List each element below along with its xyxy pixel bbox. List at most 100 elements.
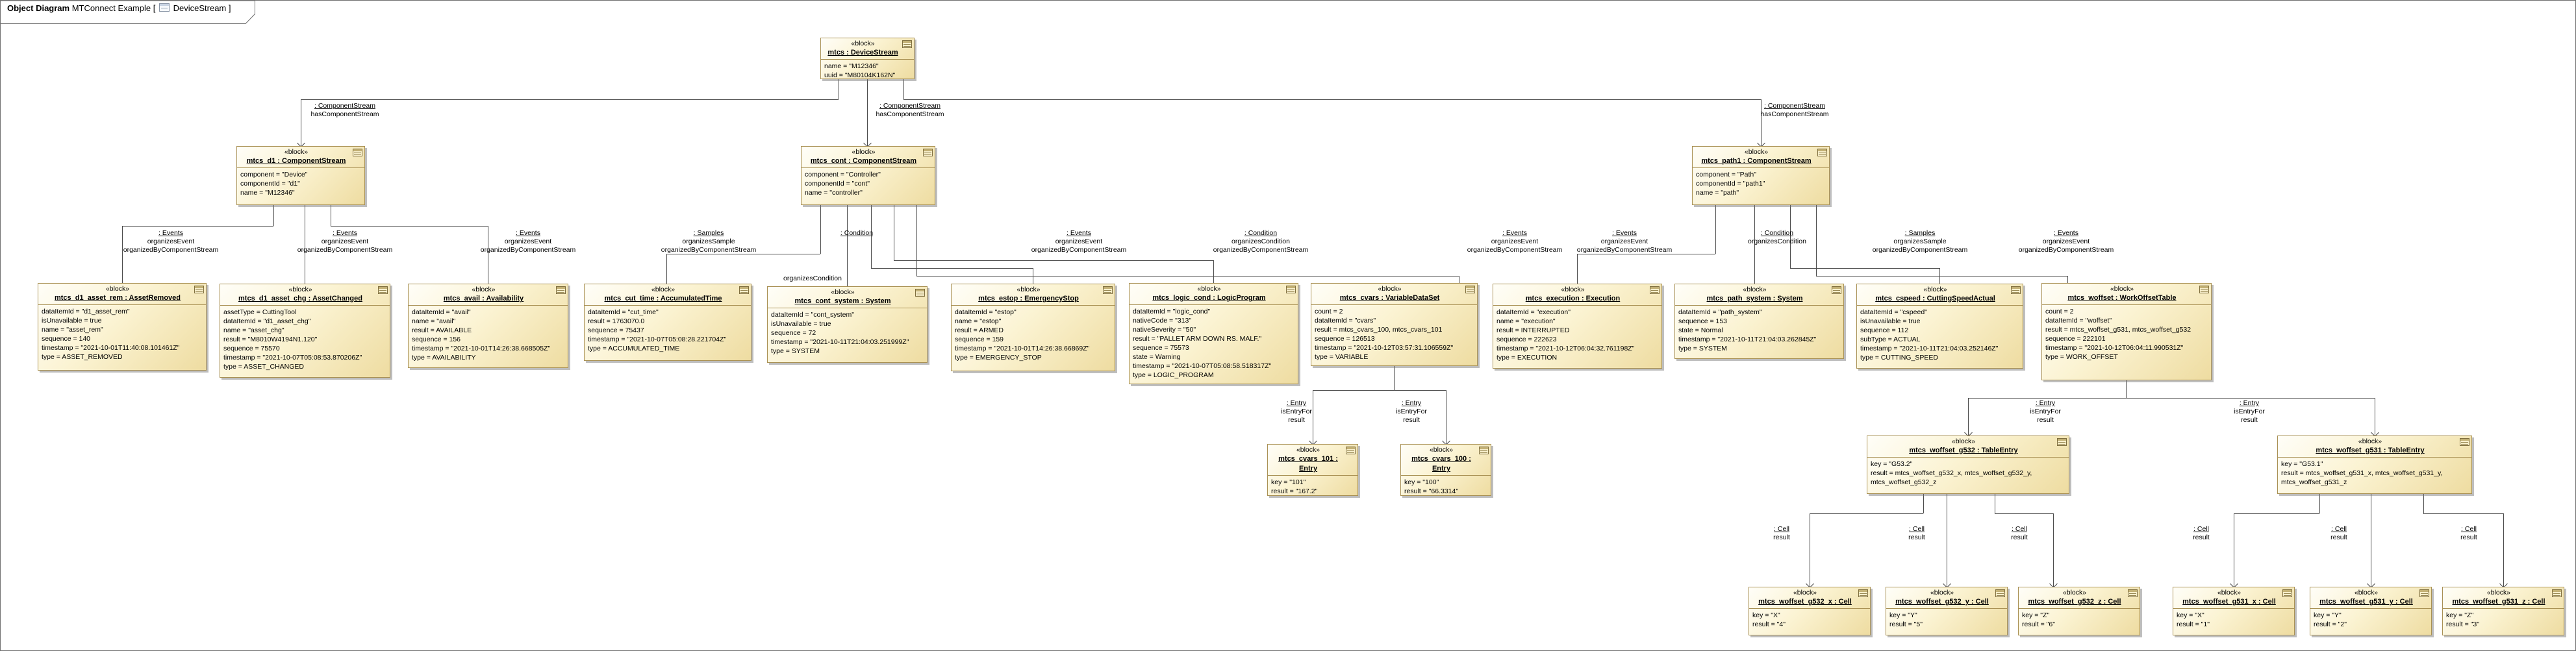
- compartment-icon[interactable]: [2460, 438, 2469, 446]
- edge-segment[interactable]: [903, 99, 1761, 100]
- edge-segment[interactable]: [903, 79, 904, 99]
- compartment-icon[interactable]: [2199, 286, 2209, 293]
- edge-segment[interactable]: [1213, 260, 1214, 283]
- compartment-icon[interactable]: [556, 286, 566, 294]
- edge-segment[interactable]: [894, 260, 1213, 261]
- edge-segment[interactable]: [1577, 254, 1578, 284]
- edge-segment[interactable]: [1394, 366, 1395, 390]
- edge-segment[interactable]: [1790, 268, 1939, 269]
- edge-segment[interactable]: [1394, 390, 1446, 391]
- edge-segment[interactable]: [871, 205, 872, 268]
- edge-segment[interactable]: [847, 205, 848, 286]
- compartment-icon[interactable]: [1995, 589, 2005, 597]
- compartment-icon[interactable]: [739, 286, 749, 294]
- compartment-icon[interactable]: [2282, 589, 2292, 597]
- diagram-tab[interactable]: Object Diagram MTConnect Example [ Devic…: [1, 1, 260, 24]
- edge-segment[interactable]: [1968, 398, 2126, 399]
- edge-segment[interactable]: [2126, 380, 2127, 398]
- compartment-icon[interactable]: [2128, 589, 2138, 597]
- edge-segment[interactable]: [1754, 205, 1755, 284]
- edge-segment[interactable]: [2234, 513, 2319, 514]
- edge-segment[interactable]: [1968, 398, 1969, 436]
- compartment-icon[interactable]: [923, 149, 933, 156]
- compartment-icon[interactable]: [915, 289, 925, 297]
- compartment-icon[interactable]: [1858, 589, 1868, 597]
- compartment-icon[interactable]: [2057, 438, 2067, 446]
- edge-segment[interactable]: [916, 205, 917, 276]
- edge-segment[interactable]: [867, 79, 868, 146]
- compartment-icon[interactable]: [2552, 589, 2562, 597]
- edge-segment[interactable]: [666, 254, 667, 284]
- edge-segment[interactable]: [122, 226, 273, 227]
- edge-segment[interactable]: [1995, 513, 2053, 514]
- edge-segment[interactable]: [1715, 205, 1716, 254]
- edge-segment[interactable]: [2067, 276, 2068, 283]
- edge-segment[interactable]: [2503, 513, 2504, 587]
- edge-segment[interactable]: [1923, 494, 1924, 513]
- compartment-icon[interactable]: [1832, 286, 1841, 294]
- edge-segment[interactable]: [331, 226, 488, 227]
- edge-segment[interactable]: [1816, 205, 1817, 276]
- compartment-icon[interactable]: [1650, 286, 1660, 294]
- edge-segment[interactable]: [2319, 494, 2320, 513]
- compartment-icon[interactable]: [1479, 447, 1489, 454]
- edge-segment[interactable]: [1790, 205, 1791, 268]
- edge-segment[interactable]: [820, 205, 821, 254]
- edge-segment[interactable]: [1810, 513, 1923, 514]
- edge-segment[interactable]: [1313, 390, 1394, 391]
- compartment-icon[interactable]: [1286, 286, 1296, 293]
- compartment-icon[interactable]: [902, 40, 912, 48]
- edge-label[interactable]: : Condition: [840, 229, 873, 238]
- edge-segment[interactable]: [122, 226, 123, 283]
- edge-segment[interactable]: [2423, 494, 2424, 513]
- compartment-icon[interactable]: [378, 286, 388, 294]
- compartment-icon[interactable]: [353, 149, 362, 156]
- compartment-icon[interactable]: [1817, 149, 1827, 156]
- edge-segment[interactable]: [301, 99, 839, 100]
